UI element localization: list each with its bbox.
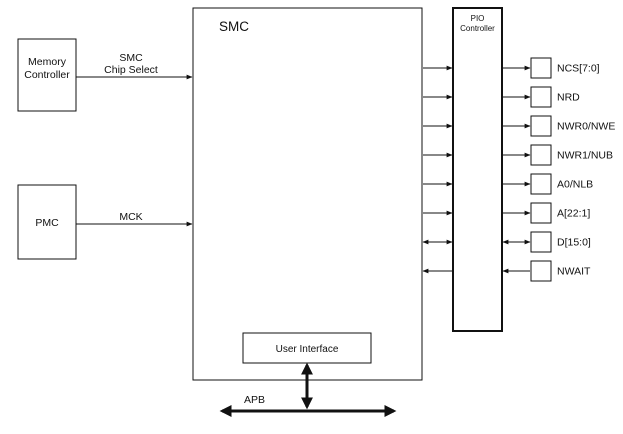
pin-pad-a-22-1 bbox=[530, 202, 552, 224]
pin-pad-nwait bbox=[530, 260, 552, 282]
pin-label-ncs-7-0: NCS[7:0] bbox=[557, 63, 600, 75]
pin-label-nwr1-nub: NWR1/NUB bbox=[557, 150, 613, 162]
memory-controller-label-line2: Controller bbox=[24, 69, 70, 81]
pin-pad-nwr1-nub bbox=[530, 144, 552, 166]
memory-controller-label-line1: Memory bbox=[28, 56, 67, 68]
pin-pad-a0-nlb bbox=[530, 173, 552, 195]
pmc-label: PMC bbox=[35, 217, 59, 229]
pio-controller-block: PIO Controller bbox=[452, 7, 503, 332]
apb-bus: APB bbox=[219, 394, 397, 417]
pin-pad-d-15-0 bbox=[530, 231, 552, 253]
pin-label-a-22-1: A[22:1] bbox=[557, 208, 590, 220]
smc-title: SMC bbox=[219, 19, 249, 34]
pio-label-line1: PIO bbox=[471, 14, 485, 23]
pin-pad-ncs-7-0 bbox=[530, 57, 552, 79]
smc-to-pio-arrows bbox=[422, 65, 453, 274]
apb-label: APB bbox=[244, 394, 265, 406]
user-interface-block: User Interface bbox=[242, 332, 372, 364]
pio-label-line2: Controller bbox=[460, 24, 495, 33]
chip-select-label-line2: Chip Select bbox=[104, 64, 158, 76]
smc-block: SMC bbox=[192, 7, 423, 381]
user-interface-label: User Interface bbox=[276, 344, 339, 355]
pin-label-nwait: NWAIT bbox=[557, 266, 591, 278]
pin-label-nwr0-nwe: NWR0/NWE bbox=[557, 121, 615, 133]
pin-pad-nrd bbox=[530, 86, 552, 108]
pin-rows: NCS[7:0] NRD NWR0/NWE NWR1/NUB A0/NLB A[22:1]… bbox=[502, 57, 615, 282]
pin-label-d-15-0: D[15:0] bbox=[557, 237, 591, 249]
mck-signal: MCK bbox=[76, 211, 193, 227]
chip-select-signal: SMC Chip Select bbox=[76, 52, 193, 80]
pin-pad-nwr0-nwe bbox=[530, 115, 552, 137]
pin-label-nrd: NRD bbox=[557, 92, 580, 104]
pin-label-a0-nlb: A0/NLB bbox=[557, 179, 593, 191]
chip-select-label-line1: SMC bbox=[119, 52, 143, 64]
mck-label: MCK bbox=[119, 211, 142, 223]
memory-controller-block: Memory Controller bbox=[17, 38, 77, 112]
pmc-block: PMC bbox=[17, 184, 77, 260]
